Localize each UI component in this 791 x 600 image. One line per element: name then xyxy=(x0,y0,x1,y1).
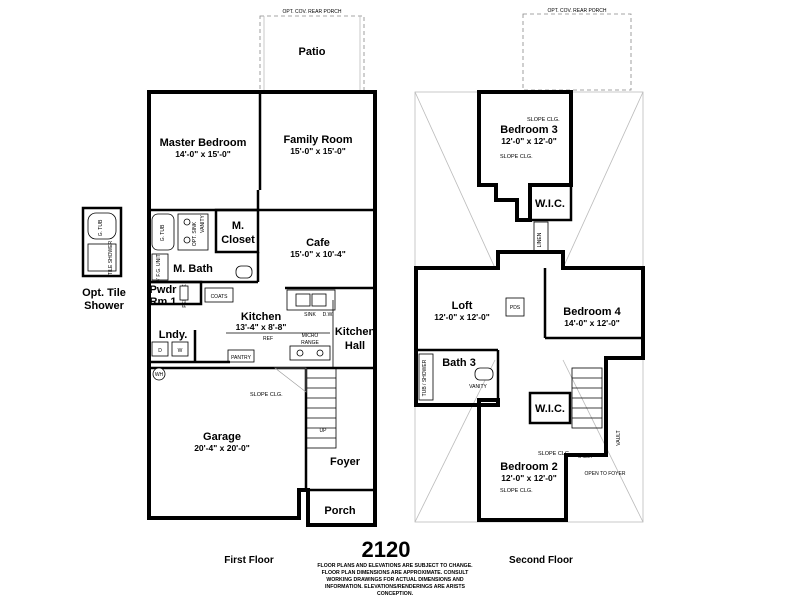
ff-coats-label: COATS xyxy=(211,294,229,300)
ff-master-bedroom-name: Master Bedroom xyxy=(160,137,247,149)
ff-kitchen-dims: 13'-4" x 8'-8" xyxy=(236,322,287,332)
sf-slope-clg-1: SLOPE CLG. xyxy=(527,117,560,123)
sf-bedroom3-dims: 12'-0" x 12'-0" xyxy=(501,136,557,146)
opt-tile-label-1: Opt. Tile xyxy=(82,287,126,299)
ff-pantry-label: PANTRY xyxy=(231,355,251,361)
ff-m-closet-label-1: M. xyxy=(232,220,244,232)
ff-m-bath-label: M. Bath xyxy=(173,263,213,275)
ff-kitchen-name: Kitchen xyxy=(241,311,282,323)
disclaimer-line-5: CONCEPTION. xyxy=(377,591,414,597)
ff-sink-label: SINK xyxy=(304,312,316,318)
sf-bedroom4-dims: 14'-0" x 12'-0" xyxy=(564,318,620,328)
title-block: 2120 FLOOR PLANS AND ELEVATIONS ARE SUBJ… xyxy=(317,537,473,597)
disclaimer-line-4: INFORMATION. ELEVATIONS/RENDERINGS ARE A… xyxy=(325,584,466,590)
sf-linen-label: LINEN xyxy=(537,232,543,247)
ff-cafe-name: Cafe xyxy=(306,237,330,249)
ff-dryer-label: D xyxy=(158,348,162,354)
first-floor-plan: OPT. COV. REAR PORCH G. TUB OPT. SINK VA… xyxy=(147,9,377,566)
ff-range-label: RANGE xyxy=(301,340,319,346)
plan-number: 2120 xyxy=(362,537,411,562)
ff-ref-label: REF xyxy=(263,336,273,342)
ff-porch-label: Porch xyxy=(324,505,355,517)
sf-loft-name: Loft xyxy=(452,300,473,312)
sf-bedroom4-name: Bedroom 4 xyxy=(563,306,621,318)
sf-tub-shower-label: TUB / SHOWER xyxy=(422,359,428,396)
ff-washer-label: W xyxy=(178,348,183,354)
sf-vanity-label: VANITY xyxy=(469,384,487,390)
opt-tile-label-2: Shower xyxy=(84,300,124,312)
disclaimer-line-3: WORKING DRAWINGS FOR ACTUAL DIMENSIONS A… xyxy=(326,577,464,583)
sf-bedroom2-name: Bedroom 2 xyxy=(500,461,557,473)
sf-bedroom3-name: Bedroom 3 xyxy=(500,124,557,136)
ff-opt-sink-label: OPT. SINK xyxy=(192,221,198,246)
sf-porch-note: OPT. COV. REAR PORCH xyxy=(548,8,607,14)
sf-bedroom2-dims: 12'-0" x 12'-0" xyxy=(501,473,557,483)
ff-slope-clg-label: SLOPE CLG. xyxy=(250,392,283,398)
ff-fg-unit-label: 4' F.G. UNIT xyxy=(156,254,162,281)
ff-kitchen-hall-label-1: Kitchen xyxy=(335,326,376,338)
sf-wic-bottom-label: W.I.C. xyxy=(535,403,565,415)
ff-m-closet-label-2: Closet xyxy=(221,234,255,246)
second-floor-label: Second Floor xyxy=(509,555,573,566)
sf-slope-clg-3: SLOPE CLG. xyxy=(538,451,571,457)
ff-porch-note: OPT. COV. REAR PORCH xyxy=(283,9,342,15)
sf-bath3-label: Bath 3 xyxy=(442,357,476,369)
sf-open-to-foyer-label: OPEN TO FOYER xyxy=(585,471,626,477)
ff-garage-name: Garage xyxy=(203,431,241,443)
sf-slope-clg-4: SLOPE CLG. xyxy=(500,488,533,494)
ff-pwdr-label-1: Pwdr xyxy=(150,284,178,296)
ff-cafe-dims: 15'-0" x 10'-4" xyxy=(290,249,346,259)
ff-wh-label: WH xyxy=(155,372,164,378)
sf-wic-top-label: W.I.C. xyxy=(535,198,565,210)
disclaimer-line-1: FLOOR PLANS AND ELEVATIONS ARE SUBJECT T… xyxy=(317,563,473,569)
ff-micro-label: MICRO xyxy=(302,333,319,339)
ff-dw-label: D.W. xyxy=(323,312,334,318)
opt-tile-shower-inset: G. TUB TILE SHOWER Opt. Tile Shower xyxy=(81,206,126,312)
inset-g-tub-label: G. TUB xyxy=(98,219,104,236)
ff-lndy-label: Lndy. xyxy=(159,329,188,341)
sf-vault-label-1: VAULT xyxy=(616,430,622,445)
ff-family-room-name: Family Room xyxy=(283,134,352,146)
ff-foyer-label: Foyer xyxy=(330,456,361,468)
sf-vault-label-2: VAULT xyxy=(577,454,592,460)
ff-up-label: UP xyxy=(320,428,328,434)
ff-pwdr-label-2: Rm 1 xyxy=(150,296,177,308)
ff-master-bedroom-dims: 14'-0" x 15'-0" xyxy=(175,149,231,159)
sf-pds-label: PDS xyxy=(510,305,521,311)
ff-patio-label: Patio xyxy=(299,46,326,58)
inset-tile-shower-label: TILE SHOWER xyxy=(108,240,114,275)
ff-kitchen-hall-label-2: Hall xyxy=(345,340,365,352)
ff-garage-dims: 20'-4" x 20'-0" xyxy=(194,443,250,453)
sf-loft-dims: 12'-0" x 12'-0" xyxy=(434,312,490,322)
ff-family-room-dims: 15'-0" x 15'-0" xyxy=(290,146,346,156)
ff-g-tub-label: G. TUB xyxy=(160,224,166,241)
sf-slope-clg-2: SLOPE CLG. xyxy=(500,154,533,160)
ff-vanity-label: VANITY xyxy=(200,214,206,232)
second-floor-plan: OPT. COV. REAR PORCH TUB / SHOWER VANITY… xyxy=(414,8,645,566)
first-floor-label: First Floor xyxy=(224,555,274,566)
disclaimer-line-2: FLOOR PLAN DIMENSIONS ARE APPROXIMATE. C… xyxy=(322,570,470,576)
